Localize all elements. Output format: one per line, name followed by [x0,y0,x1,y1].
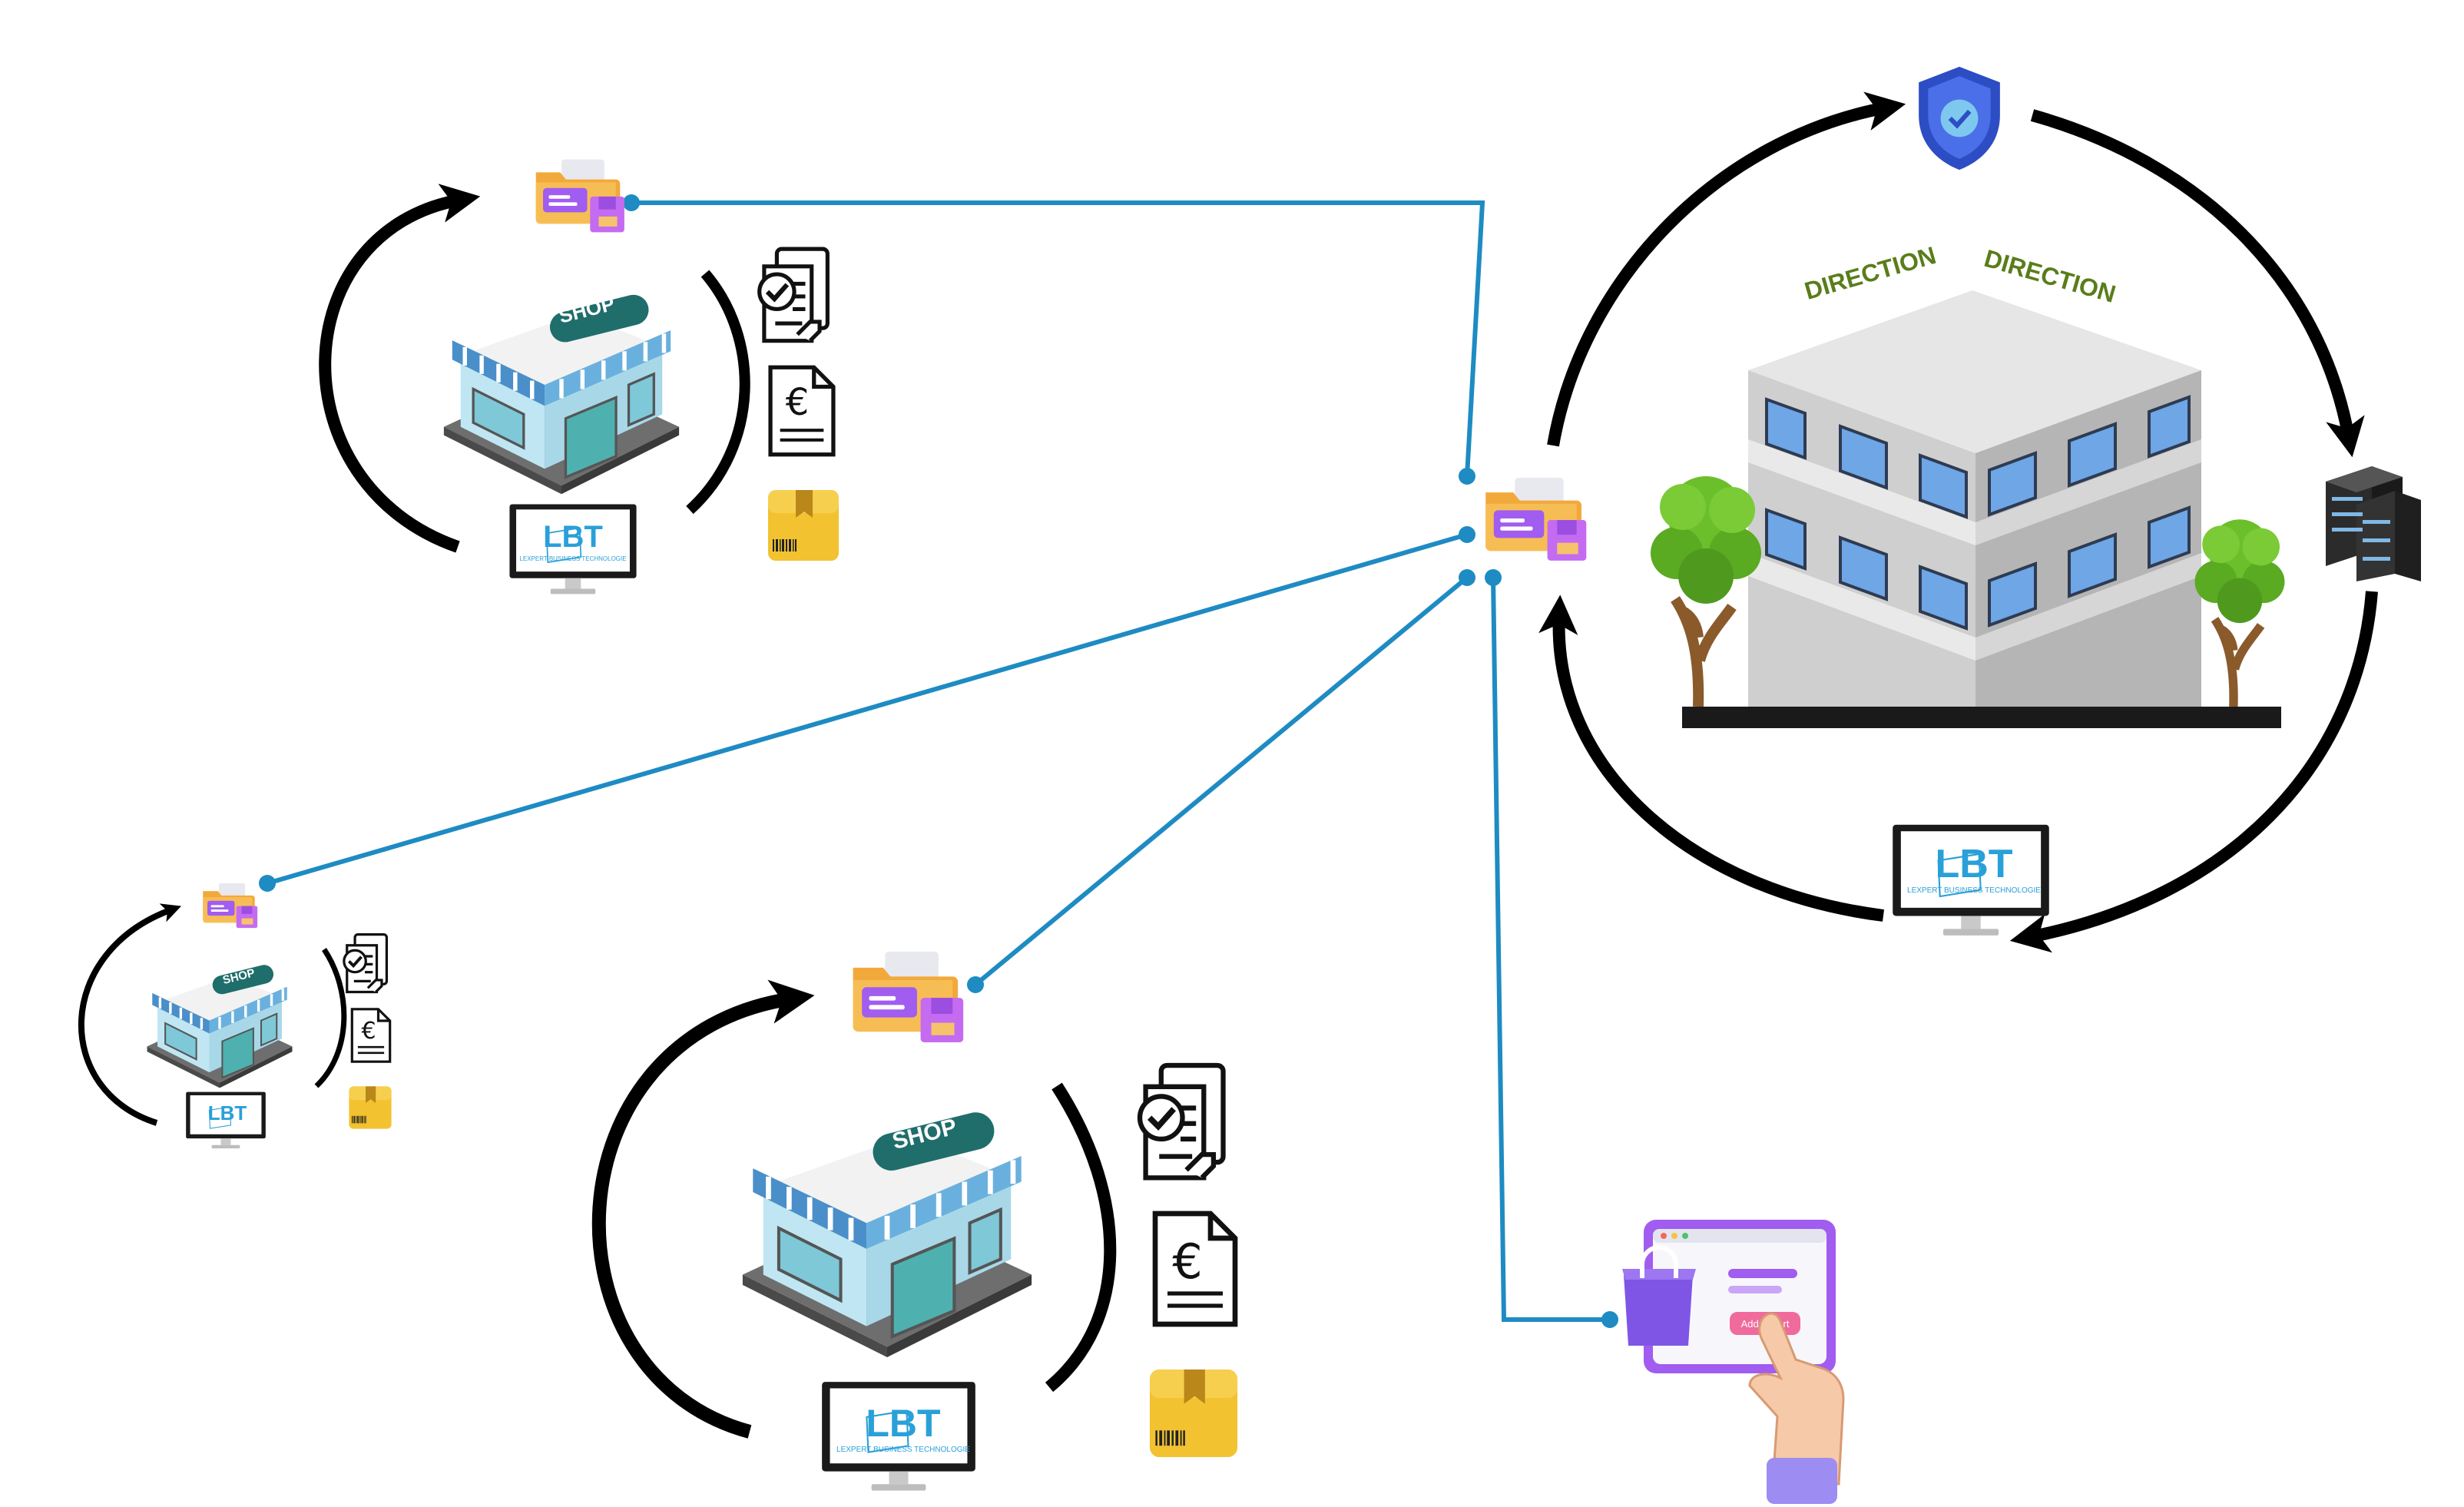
invoice-euro-symbol: € [1172,1234,1202,1290]
folder-sync-icon [203,883,258,929]
online-shop-icon: Add to cart [1622,1220,1845,1504]
flow-bracket [1045,1082,1117,1393]
link-hub-to-shop-1 [631,200,1485,477]
headquarters-group: DIRECTION DIRECTION LBT LEXPERT BUSINESS… [1538,67,2421,953]
folder-sync-icon [535,159,624,233]
flow-bracket [314,948,347,1088]
lbt-logo-subtitle: LEXPERT BUSINESS TECHNOLOGIE [1907,886,2041,895]
connection-nodes [259,194,1618,1328]
flow-arrow-icon [319,184,481,553]
link-hub-to-shop-2 [267,532,1468,886]
tree-icon [1651,476,1761,707]
shop-group-1: SHOP LBT LEXPERT BUSINESS TECHNOLOGIE € [319,159,839,595]
hq-sign-right: DIRECTION [1981,244,2118,308]
checklist-document-icon [1140,1065,1223,1177]
central-folder-sync-icon [1485,478,1587,561]
package-box-icon [1149,1369,1238,1458]
cycle-arrow-icon [1538,595,1885,922]
cycle-arrow-icon [2030,109,2365,458]
lbt-logo-label: LBT [208,1101,247,1124]
tree-icon [2195,519,2285,707]
shop-icon [145,962,294,1090]
folder-sync-icon [853,951,964,1043]
flow-arrow-icon [78,903,182,1126]
link-hub-to-shop-3 [974,575,1469,987]
lbt-logo-label: LBT [543,520,603,554]
online-shop-group: Add to cart [1622,1220,1845,1504]
shop-group-3: SHOP LBT LEXPERT BUSINESS TECHNOLOGIE € [591,951,1238,1492]
invoice-euro-symbol: € [361,1018,376,1045]
hq-sign-left: DIRECTION [1801,241,1939,305]
connection-lines [267,200,1610,1322]
lbt-logo-subtitle: LEXPERT BUSINESS TECHNOLOGIE [519,555,626,562]
lbt-logo-subtitle: LEXPERT BUSINESS TECHNOLOGIE [836,1446,970,1454]
security-shield-icon [1919,67,2000,170]
lbt-logo-label: LBT [1935,842,2012,886]
shop-group-2: SHOP LBT € [78,883,392,1149]
link-hub-to-online-shop [1491,577,1610,1322]
server-icon [2326,466,2421,581]
shop-icon [743,1108,1032,1357]
headquarters-building-icon [1682,290,2281,728]
package-box-icon [349,1086,392,1129]
cycle-arrow-icon [2009,591,2378,953]
flow-arrow-icon [591,979,815,1439]
cycle-arrow-icon [1547,91,1906,447]
package-box-icon [768,490,839,561]
checklist-document-icon [344,935,387,992]
flow-bracket [686,270,750,515]
lbt-logo-label: LBT [866,1402,940,1445]
checklist-document-icon [760,249,828,341]
invoice-euro-symbol: € [786,381,810,424]
